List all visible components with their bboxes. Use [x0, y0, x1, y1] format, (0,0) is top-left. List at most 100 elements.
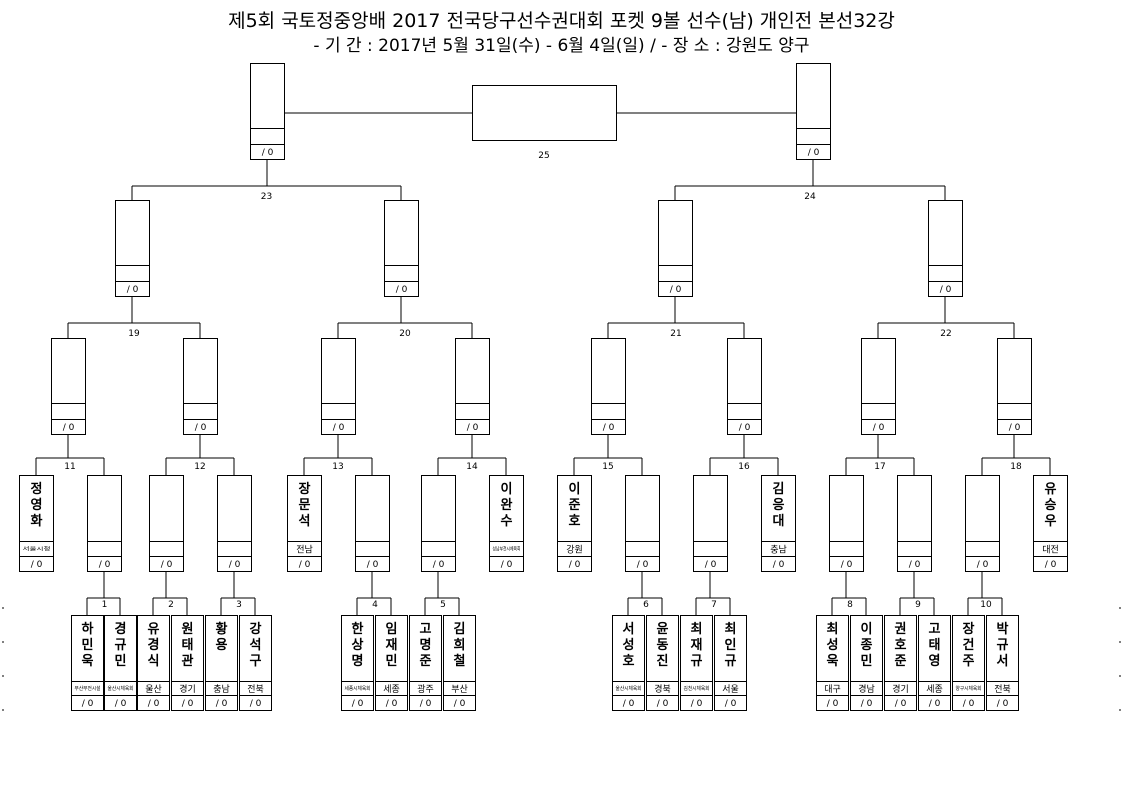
player-box — [829, 475, 864, 572]
player-name-char: 석 — [299, 514, 311, 529]
player-box — [658, 200, 693, 297]
player-box — [287, 475, 322, 572]
player-name-char: 명 — [352, 653, 364, 669]
score-text: / 0 — [773, 560, 785, 570]
score-text: / 0 — [501, 560, 513, 570]
player-name-char: 최 — [827, 622, 839, 637]
player-name-char: 원 — [182, 622, 194, 637]
player-region: 경기 — [179, 683, 196, 695]
player-name-char: 명 — [420, 637, 432, 653]
player-region: 양구시체육회 — [956, 685, 982, 692]
player-name-char: 영 — [929, 654, 941, 669]
match-number: 13 — [332, 462, 343, 472]
match-number: 24 — [804, 192, 816, 202]
player-name-char: 권 — [895, 622, 907, 637]
score-text: / 0 — [1045, 560, 1057, 570]
player-name-char: 성 — [827, 638, 839, 653]
score-text: / 0 — [705, 560, 717, 570]
player-box — [997, 338, 1032, 435]
player-region: 충남 — [770, 545, 787, 556]
score-text: / 0 — [367, 560, 379, 570]
score-text: / 0 — [262, 148, 274, 158]
player-box — [796, 63, 831, 160]
player-name-char: 관 — [182, 653, 194, 669]
player-region: 경남 — [858, 683, 875, 695]
player-box — [761, 475, 796, 572]
match-number: 15 — [602, 462, 613, 472]
match-number: 5 — [440, 600, 446, 610]
player-box — [19, 475, 54, 572]
player-name-char: 유 — [148, 622, 160, 637]
player-box — [137, 615, 170, 711]
player-box — [104, 615, 137, 711]
score-text: / 0 — [873, 423, 885, 433]
score-text: / 0 — [420, 699, 432, 709]
player-name-char: 호 — [569, 514, 581, 529]
score-text: / 0 — [603, 423, 615, 433]
player-name-char: 호 — [623, 654, 635, 669]
score-text: / 0 — [454, 699, 466, 709]
player-region: 서울 — [722, 684, 739, 695]
match-number: 1 — [102, 600, 108, 610]
player-box — [928, 200, 963, 297]
player-name-char: 우 — [1045, 514, 1057, 529]
player-region: 대전 — [1042, 545, 1059, 556]
match-number: 3 — [236, 600, 242, 610]
match-number: 10 — [980, 600, 992, 610]
score-text: / 0 — [127, 285, 139, 295]
match-number: 20 — [399, 329, 411, 339]
player-box — [884, 615, 917, 711]
player-name-char: 수 — [501, 514, 513, 529]
player-box — [489, 475, 524, 572]
player-box — [952, 615, 985, 711]
score-text: / 0 — [386, 699, 398, 709]
player-region: 세종 — [926, 684, 943, 695]
player-box — [455, 338, 490, 435]
score-text: / 0 — [623, 699, 635, 709]
player-name-char: 태 — [929, 638, 941, 653]
score-text: / 0 — [569, 560, 581, 570]
player-name-char: 민 — [82, 637, 94, 653]
player-name-char: 진 — [657, 653, 669, 669]
score-text: / 0 — [467, 423, 479, 433]
player-name-char: 욱 — [82, 653, 94, 669]
score-text: / 0 — [929, 699, 941, 709]
player-name-char: 준 — [569, 498, 581, 513]
score-text: / 0 — [963, 699, 975, 709]
score-text: / 0 — [861, 699, 873, 709]
player-name-char: 김 — [773, 482, 785, 497]
player-region: 대구 — [824, 684, 841, 695]
score-text: / 0 — [63, 423, 75, 433]
player-box — [355, 475, 390, 572]
player-name-char: 강 — [250, 621, 262, 637]
player-box — [171, 615, 204, 711]
player-box — [421, 475, 456, 572]
player-name-char: 김 — [454, 622, 466, 637]
score-text: / 0 — [433, 560, 445, 570]
match-number: 18 — [1010, 462, 1022, 472]
score-text: / 0 — [725, 699, 737, 709]
match-number: 21 — [670, 329, 681, 339]
player-box — [375, 615, 408, 711]
score-text: / 0 — [31, 560, 43, 570]
player-name-char: 이 — [861, 621, 873, 637]
match-number: 12 — [194, 462, 205, 472]
player-box — [1033, 475, 1068, 572]
player-name-char: 욱 — [827, 653, 839, 669]
player-box — [965, 475, 1000, 572]
score-text: / 0 — [657, 699, 669, 709]
player-region: 세종시체육회 — [345, 685, 371, 692]
player-box — [183, 338, 218, 435]
player-name-char: 이 — [569, 481, 581, 497]
player-name-char: 규 — [691, 654, 703, 669]
player-name-char: 문 — [299, 498, 311, 513]
match-number: 6 — [643, 600, 649, 610]
score-text: / 0 — [1009, 423, 1021, 433]
player-name-char: 상 — [352, 638, 364, 653]
player-name-char: 한 — [352, 621, 364, 637]
player-name-char: 재 — [386, 638, 398, 653]
match-number: 17 — [874, 462, 885, 472]
match-number: 22 — [940, 329, 951, 339]
player-name-char: 철 — [454, 653, 466, 669]
